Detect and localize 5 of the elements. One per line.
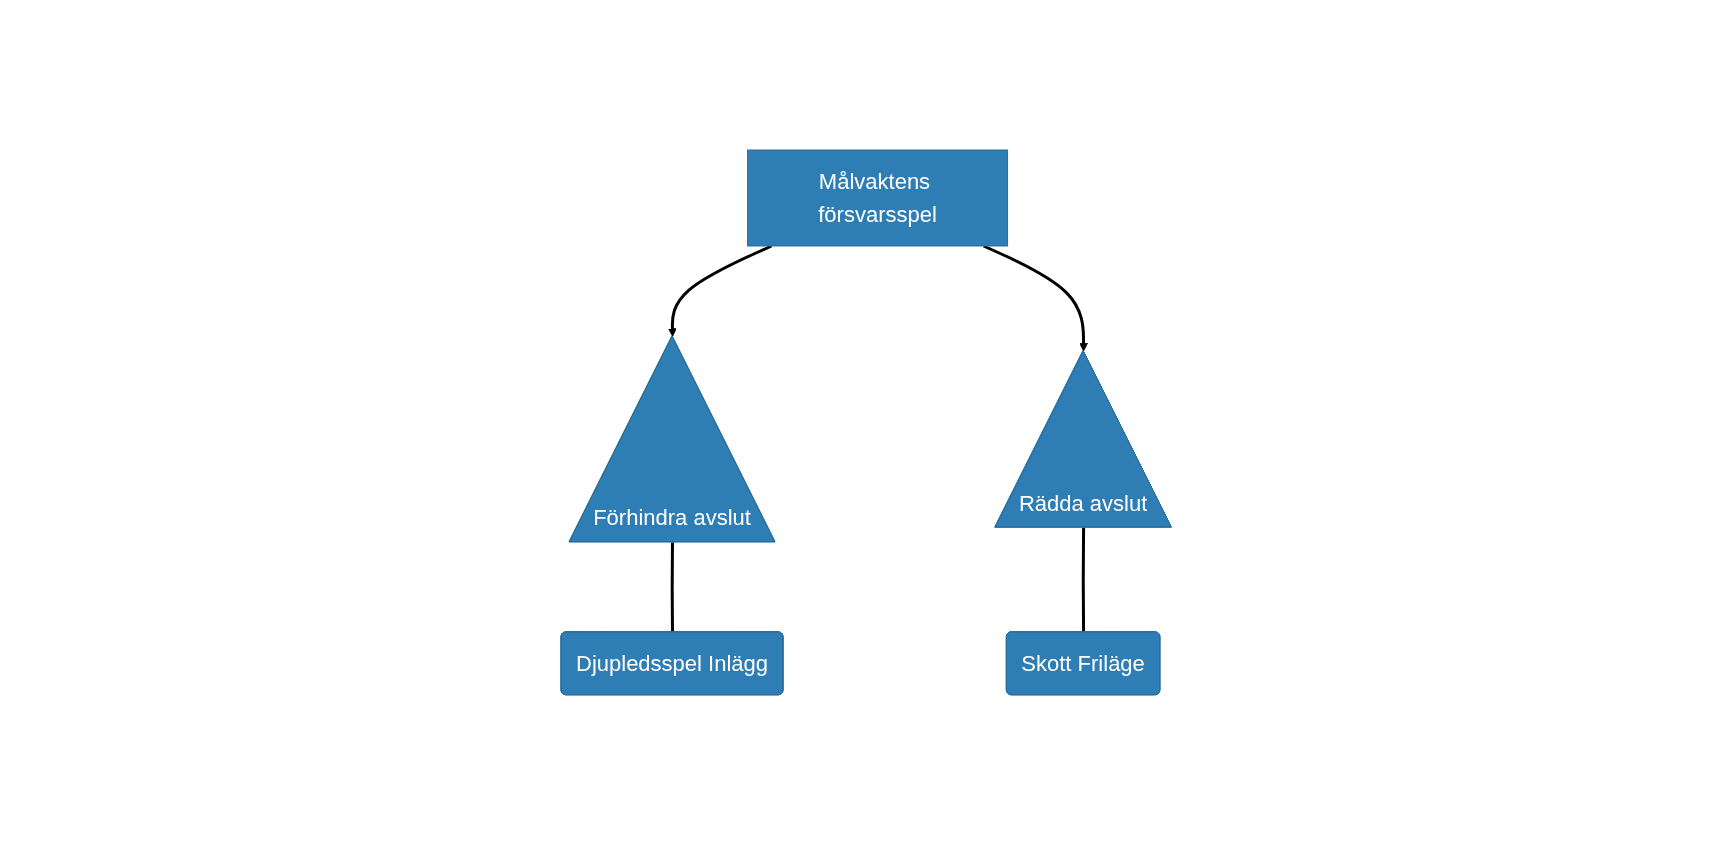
arrow — [667, 244, 772, 337]
node-box: Målvaktens försvarsspel — [746, 149, 1008, 247]
connector — [1081, 527, 1085, 632]
arrow — [982, 244, 1088, 352]
connector — [670, 541, 674, 632]
